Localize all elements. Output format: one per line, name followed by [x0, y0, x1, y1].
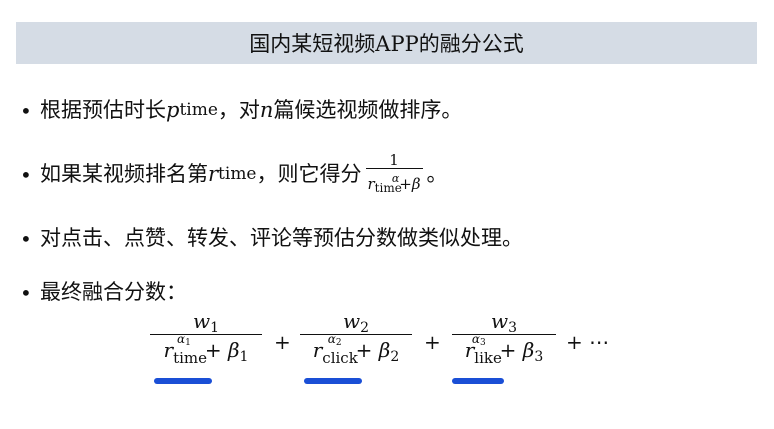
num-var: w: [490, 309, 509, 333]
den-beta: β: [522, 338, 535, 362]
den-beta: β: [378, 338, 391, 362]
bullet-1-post2: 篇候选视频做排序。: [273, 98, 463, 122]
fraction-line: [300, 334, 412, 335]
fraction-denominator: rtimeα+β: [365, 168, 423, 197]
den-plus: +: [355, 338, 379, 362]
bullet-dot: •: [20, 162, 32, 187]
plus-sign: +: [274, 330, 291, 354]
den-beta: β: [227, 338, 240, 362]
den-sup-sub: 1: [185, 338, 191, 348]
num-sub: 1: [210, 320, 220, 336]
term-3-numerator: w3: [490, 308, 518, 336]
fusion-formula: w1 rtimeα1+ β1 + w2 rclickα2+ β2 + w3 rl…: [150, 308, 630, 398]
term-3-denominator: rlikeα3+ β3: [464, 332, 544, 373]
den-sup: α2: [327, 332, 342, 348]
den-beta-sub: 3: [534, 349, 544, 365]
den-sup-sub: 3: [479, 338, 486, 348]
formula-term-2: w2 rclickα2+ β2: [300, 308, 412, 373]
highlight-underline-click: [304, 378, 362, 384]
den-var: r: [163, 338, 174, 362]
term-1-numerator: w1: [192, 308, 220, 336]
var-p: p: [166, 98, 180, 122]
highlight-underline-like: [452, 378, 504, 384]
var-r: r: [208, 162, 219, 186]
den-var: r: [464, 338, 475, 362]
sub-time: time: [218, 164, 257, 184]
den-sub: time: [374, 181, 402, 195]
den-plus: +: [499, 338, 523, 362]
highlight-underline-time: [154, 378, 212, 384]
bullet-1-post: ，对: [217, 98, 260, 122]
den-rest: +β: [399, 175, 421, 193]
den-beta-sub: 1: [239, 349, 249, 365]
bullet-3-text: 对点击、点赞、转发、评论等预估分数做类似处理。: [40, 226, 523, 250]
num-sub: 3: [508, 320, 518, 336]
fraction-line: [150, 334, 262, 335]
bullet-4: • 最终融合分数：: [20, 282, 187, 303]
den-sub: time: [173, 349, 208, 367]
den-var: r: [367, 175, 375, 193]
bullet-2-post: ，则它得分: [256, 162, 362, 186]
var-n: n: [259, 98, 274, 122]
num-var: w: [342, 309, 361, 333]
bullet-2-pre: 如果某视频排名第: [40, 162, 208, 186]
den-sub: like: [474, 349, 502, 367]
bullet-2-post2: 。: [426, 162, 448, 186]
den-sub: click: [322, 349, 358, 367]
formula-term-1: w1 rtimeα1+ β1: [150, 308, 262, 373]
bullet-dot: •: [20, 98, 32, 123]
den-sup-alpha: α: [177, 332, 186, 346]
bullet-1-pre: 根据预估时长: [40, 98, 166, 122]
den-var: r: [312, 338, 323, 362]
term-2-numerator: w2: [342, 308, 370, 336]
bullet-dot: •: [20, 226, 32, 251]
term-2-denominator: rclickα2+ β2: [312, 332, 400, 373]
den-sup: α1: [177, 332, 191, 348]
plus-ellipsis: + ⋯: [566, 330, 610, 354]
fraction-line: [452, 334, 556, 335]
bullet-4-text: 最终融合分数：: [40, 280, 187, 304]
den-sup-alpha: α: [327, 332, 336, 346]
formula-term-3: w3 rlikeα3+ β3: [452, 308, 556, 373]
den-sup: α: [391, 172, 400, 185]
fraction-numerator: 1: [389, 151, 399, 169]
den-sup-sub: 2: [335, 338, 342, 348]
slide-title: 国内某短视频APP的融分公式: [249, 32, 524, 56]
den-sup-alpha: α: [471, 332, 480, 346]
den-beta-sub: 2: [390, 349, 400, 365]
slide-title-bar: 国内某短视频APP的融分公式: [16, 22, 757, 64]
num-sub: 2: [360, 320, 370, 336]
den-sup: α3: [471, 332, 486, 348]
term-1-denominator: rtimeα1+ β1: [163, 332, 249, 373]
bullet-3: • 对点击、点赞、转发、评论等预估分数做类似处理。: [20, 228, 523, 249]
den-plus: +: [204, 338, 228, 362]
bullet-dot: •: [20, 280, 32, 305]
num-var: w: [192, 309, 211, 333]
plus-sign: +: [424, 330, 441, 354]
score-fraction: 1 rtimeα+β: [365, 151, 423, 197]
sub-time: time: [179, 100, 218, 120]
